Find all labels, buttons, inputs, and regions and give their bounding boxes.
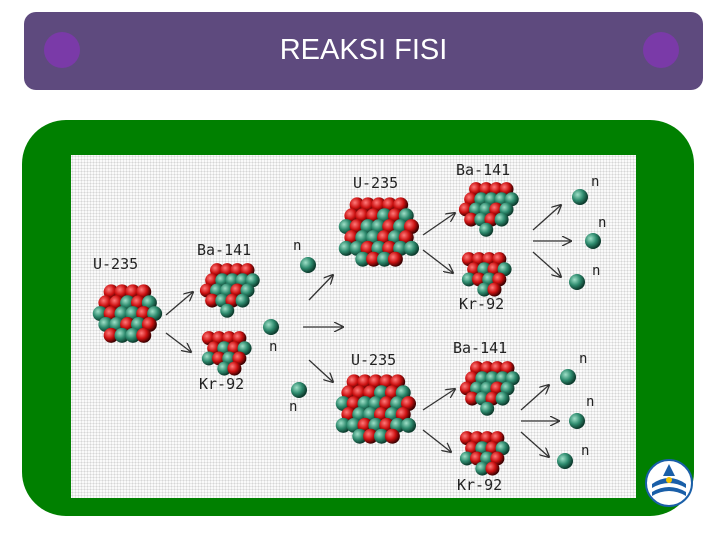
university-logo-icon bbox=[645, 459, 693, 507]
label-u235-top: U-235 bbox=[353, 174, 398, 192]
title-bar: REAKSI FISI bbox=[24, 12, 703, 90]
label-n-gen1-a: n bbox=[293, 238, 301, 254]
arrow-split-ba bbox=[165, 292, 193, 316]
arrow-split-kr bbox=[165, 332, 191, 352]
neutron-top-a bbox=[572, 189, 588, 205]
bullet-dot-left bbox=[44, 32, 80, 68]
arrow-gen1-c bbox=[308, 359, 333, 382]
arrow-bottom-n-a bbox=[520, 385, 549, 411]
nucleus-ba141-gen1 bbox=[199, 263, 260, 318]
fission-svg: U-235 Ba-141 Kr-92 n n n U-235 Ba-141 Kr… bbox=[92, 161, 606, 494]
label-n-top-c: n bbox=[592, 263, 600, 279]
label-n-bottom-b: n bbox=[586, 394, 594, 410]
label-n-bottom-c: n bbox=[581, 443, 589, 459]
label-u235-initial: U-235 bbox=[93, 255, 138, 273]
neutron-top-b bbox=[585, 233, 601, 249]
neutrons-layer bbox=[263, 189, 601, 469]
arrows-layer bbox=[165, 205, 571, 457]
neutron-gen1-b bbox=[263, 319, 279, 335]
label-ba141-top: Ba-141 bbox=[456, 161, 510, 179]
nucleus-kr92-bottom bbox=[459, 431, 510, 476]
nucleus-u235-bottom bbox=[335, 374, 416, 444]
label-kr92-bottom: Kr-92 bbox=[457, 476, 502, 494]
arrow-bottom-kr bbox=[422, 429, 451, 452]
label-kr92-gen1: Kr-92 bbox=[199, 375, 244, 393]
arrow-top-ba bbox=[422, 213, 455, 236]
neutron-bottom-b bbox=[569, 413, 585, 429]
arrow-bottom-ba bbox=[422, 389, 455, 411]
label-ba141-gen1: Ba-141 bbox=[197, 241, 251, 259]
neutron-gen1-a bbox=[300, 257, 316, 273]
nucleus-u235-top bbox=[338, 197, 419, 267]
neutron-top-c bbox=[569, 274, 585, 290]
nucleus-u235-initial bbox=[92, 284, 163, 343]
label-ba141-bottom: Ba-141 bbox=[453, 339, 507, 357]
nucleus-ba141-bottom bbox=[459, 361, 520, 416]
arrow-top-kr bbox=[422, 249, 453, 273]
arrow-gen1-a bbox=[308, 275, 333, 301]
label-u235-bottom: U-235 bbox=[351, 351, 396, 369]
nucleus-kr92-top bbox=[461, 252, 512, 297]
label-n-bottom-a: n bbox=[579, 351, 587, 367]
label-n-gen1-b: n bbox=[269, 339, 277, 355]
neutron-bottom-c bbox=[557, 453, 573, 469]
neutron-bottom-a bbox=[560, 369, 576, 385]
nucleus-kr92-gen1 bbox=[201, 331, 252, 376]
label-kr92-top: Kr-92 bbox=[459, 295, 504, 313]
label-n-top-a: n bbox=[591, 174, 599, 190]
bullet-dot-right bbox=[643, 32, 679, 68]
arrow-top-n-c bbox=[532, 251, 561, 277]
fission-diagram: U-235 Ba-141 Kr-92 n n n U-235 Ba-141 Kr… bbox=[71, 155, 636, 498]
label-n-gen1-c: n bbox=[289, 399, 297, 415]
arrow-top-n-a bbox=[532, 205, 561, 231]
label-n-top-b: n bbox=[598, 215, 606, 231]
page-title: REAKSI FISI bbox=[279, 34, 448, 66]
nucleus-ba141-top bbox=[458, 182, 519, 237]
arrow-bottom-n-c bbox=[520, 431, 549, 457]
nuclei-layer bbox=[92, 182, 520, 476]
neutron-gen1-c bbox=[291, 382, 307, 398]
